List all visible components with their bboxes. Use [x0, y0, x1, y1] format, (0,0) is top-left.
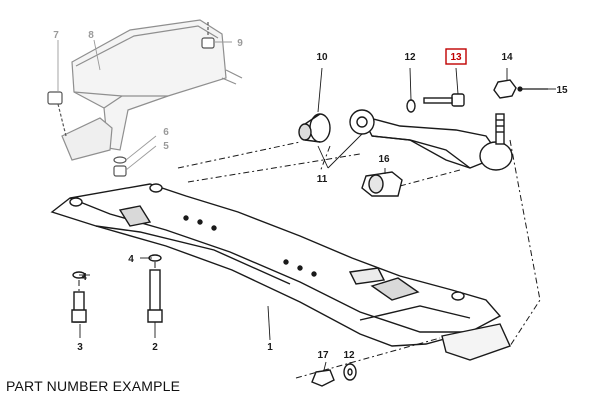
arm-bushing [298, 113, 331, 143]
callout-label: 8 [88, 30, 94, 41]
callout-label: 4 [128, 254, 134, 265]
cotter-pin [517, 86, 548, 92]
long-bolt-left [71, 271, 87, 323]
callout-label: 1 [267, 342, 273, 353]
callout-label: 4 [81, 272, 87, 283]
callout-label: 3 [77, 342, 83, 353]
control-arm [349, 109, 502, 169]
callout-label: 2 [152, 342, 158, 353]
bottom-nut [311, 369, 335, 387]
leader-lines [79, 67, 556, 371]
callout-label: 5 [163, 141, 169, 152]
alignment-lines [78, 139, 541, 379]
callout-label: 15 [556, 85, 568, 96]
callout-label: 10 [316, 52, 328, 63]
bushing-clamp [361, 171, 403, 197]
callout-label: 17 [317, 350, 329, 361]
bracket-nut [201, 22, 215, 49]
callout-label: 9 [237, 38, 243, 49]
callout-label: 12 [404, 52, 416, 63]
callout-label: 7 [53, 30, 59, 41]
subframe-crossmember [50, 183, 511, 361]
callout-label: 14 [501, 52, 513, 63]
faded-leader-lines [57, 39, 232, 171]
mounting-bracket [61, 19, 243, 161]
caption: PART NUMBER EXAMPLE [6, 378, 181, 394]
callout-label: 12 [343, 350, 355, 361]
arm-washer [406, 99, 416, 113]
arm-bolt [423, 93, 465, 107]
ball-joint [479, 113, 513, 171]
ball-joint-nut [493, 79, 517, 99]
callout-label: 16 [378, 154, 390, 165]
callout-label: 13 [450, 52, 462, 63]
callout-label: 11 [317, 174, 328, 185]
highlight-box [445, 48, 467, 65]
long-bolt-right [147, 254, 163, 323]
callout-label: 6 [163, 127, 169, 138]
bracket-bolt [47, 91, 67, 137]
bracket-washer-nut [113, 156, 127, 177]
bottom-washer [343, 363, 357, 381]
